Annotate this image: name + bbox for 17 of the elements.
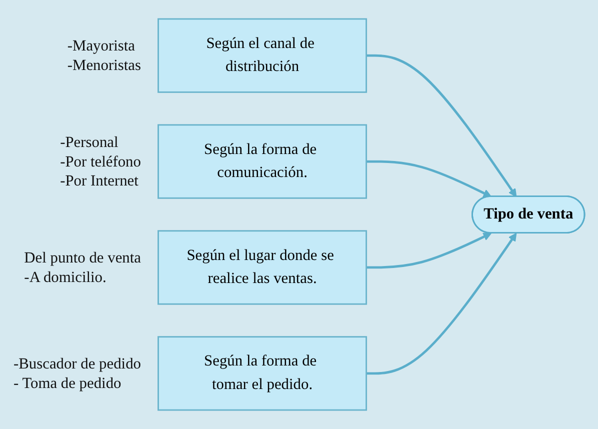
note-text: Del punto de venta <box>24 250 141 267</box>
note-text: -Menoristas <box>67 57 141 74</box>
node-box: Según el lugar donde se realice las ventas. <box>158 230 368 305</box>
node-box: Según la forma de comunicación. <box>158 124 368 199</box>
note-text: -A domicilio. <box>24 268 106 286</box>
arrow <box>366 232 492 269</box>
arrow <box>366 232 517 375</box>
note-text: -Mayorista <box>67 38 135 55</box>
note-text: -Buscador de pedido <box>13 356 141 373</box>
note-text: -Por Internet <box>60 172 138 190</box>
arrow <box>366 54 517 198</box>
note-text: -Personal <box>60 134 118 152</box>
node-box: Según la forma de tomar el pedido. <box>158 336 368 411</box>
note-text: -Por teléfono <box>60 153 141 170</box>
note-text: - Toma de pedido <box>13 374 122 392</box>
arrow <box>366 160 492 198</box>
node-box: Según el canal de distribución <box>158 18 368 93</box>
